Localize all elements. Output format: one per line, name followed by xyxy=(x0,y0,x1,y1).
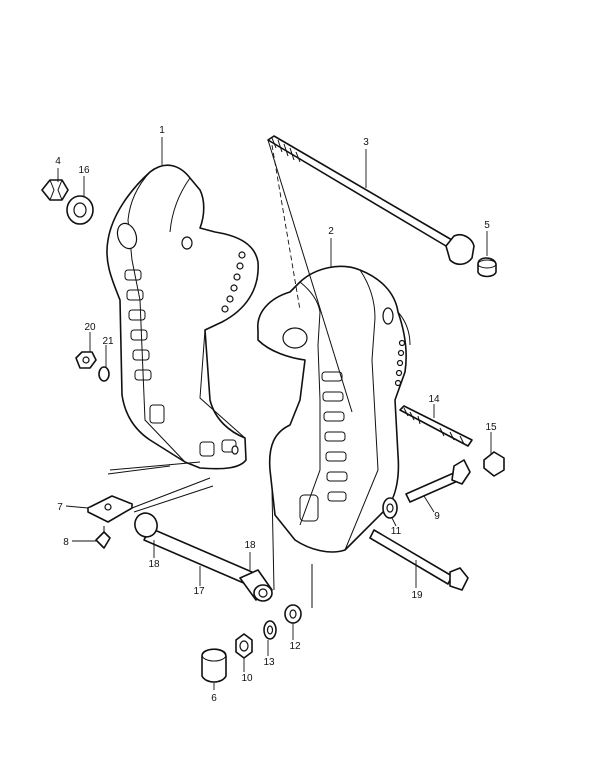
assembly-lines xyxy=(57,137,492,690)
washer-21 xyxy=(98,366,110,382)
bolt-9 xyxy=(405,459,471,503)
callout-19: 19 xyxy=(411,590,423,601)
stud-14 xyxy=(399,405,473,447)
callout-14: 14 xyxy=(428,394,440,405)
callout-20: 20 xyxy=(84,322,96,333)
callout-2: 2 xyxy=(328,226,334,237)
callout-15: 15 xyxy=(485,422,497,433)
callout-7: 7 xyxy=(57,502,63,513)
callout-10: 10 xyxy=(241,673,253,684)
callout-4: 4 xyxy=(55,156,61,167)
callout-5: 5 xyxy=(484,220,490,231)
callout-8: 8 xyxy=(63,537,69,548)
callout-17: 17 xyxy=(193,586,205,597)
callout-labels: 1 2 3 4 5 6 7 8 9 10 11 12 13 14 15 16 1… xyxy=(55,125,497,704)
callout-1: 1 xyxy=(159,125,165,136)
clamp-bracket-left xyxy=(106,164,259,470)
callout-3: 3 xyxy=(363,137,369,148)
nut-15 xyxy=(483,451,505,477)
washer-12 xyxy=(284,604,302,624)
bracket-2-ribs xyxy=(299,371,348,522)
nut-10 xyxy=(235,633,253,659)
callout-12: 12 xyxy=(289,641,301,652)
callout-18-pin: 18 xyxy=(148,559,160,570)
bracket-1-adjust-holes xyxy=(221,251,246,313)
washer-13 xyxy=(263,620,277,640)
callout-18-bushing: 18 xyxy=(244,540,256,551)
callout-13: 13 xyxy=(263,657,275,668)
nut-20 xyxy=(75,351,97,369)
washer-11 xyxy=(382,497,398,519)
pin-17 xyxy=(134,512,253,585)
callout-9: 9 xyxy=(434,511,440,522)
screw-8 xyxy=(95,526,111,549)
cap-5 xyxy=(477,257,497,278)
callout-11: 11 xyxy=(391,526,402,537)
callout-21: 21 xyxy=(102,336,114,347)
nut-4 xyxy=(41,179,69,201)
bracket-1-ribs xyxy=(124,269,165,424)
cap-6 xyxy=(201,648,227,683)
callout-16: 16 xyxy=(78,165,90,176)
tilt-tube-bolt xyxy=(267,135,475,311)
bushing-18 xyxy=(239,569,273,602)
washer-16 xyxy=(66,195,94,225)
bolt-19 xyxy=(369,529,469,591)
plate-7 xyxy=(87,495,133,523)
bracket-2-adjust-holes xyxy=(394,339,406,387)
clamp-bracket-right xyxy=(257,265,411,553)
callout-6: 6 xyxy=(211,693,217,704)
